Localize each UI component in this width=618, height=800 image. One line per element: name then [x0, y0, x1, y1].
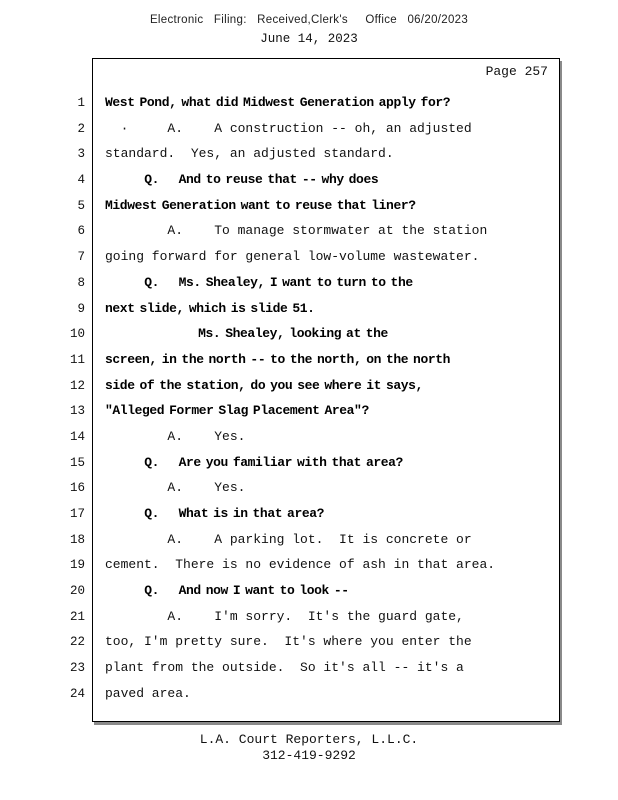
transcript-line: 5 Midwest Generation want to reuse that …	[0, 193, 560, 219]
court-reporter-phone: 312-419-9292	[262, 748, 356, 763]
line-number: 14	[69, 429, 85, 444]
transcript-lines: 1 West Pond, what did Midwest Generation…	[0, 90, 560, 707]
line-text: next slide, which is slide 51.	[105, 300, 315, 316]
line-text: Q. Are you familiar with that area?	[105, 454, 403, 470]
line-text: "Alleged Former Slag Placement Area"?	[105, 403, 369, 419]
transcript-line: 20 Q. And now I want to look --	[0, 578, 560, 604]
line-text: Q. What is in that area?	[105, 506, 325, 521]
transcript-line: 6 A. To manage stormwater at the station	[0, 218, 560, 244]
line-number: 4	[77, 173, 85, 188]
line-text: paved area.	[105, 685, 191, 701]
transcript-line: 4 Q. And to reuse that -- why does	[0, 167, 560, 193]
transcript-line: 18 A. A parking lot. It is concrete or	[0, 527, 560, 553]
transcript-page-border	[92, 58, 560, 722]
transcript-line: 1 West Pond, what did Midwest Generation…	[0, 90, 560, 116]
line-number: 23	[69, 661, 85, 676]
transcript-line: 17 Q. What is in that area?	[0, 501, 560, 527]
line-text: plant from the outside. So it's all -- i…	[105, 660, 464, 676]
line-number: 22	[69, 635, 85, 650]
line-number: 13	[69, 404, 85, 419]
line-text: A. I'm sorry. It's the guard gate,	[105, 608, 464, 624]
line-number: 5	[77, 198, 85, 213]
page-number-label: Page 257	[485, 64, 548, 79]
line-number: 8	[77, 275, 85, 290]
line-number: 2	[77, 121, 85, 136]
line-text: A. Yes.	[105, 428, 246, 444]
line-number: 3	[77, 147, 85, 162]
transcript-line: 16 A. Yes.	[0, 475, 560, 501]
line-number: 19	[69, 558, 85, 573]
transcript-line: 24 paved area.	[0, 681, 560, 707]
transcript-line: 3 standard. Yes, an adjusted standard.	[0, 141, 560, 167]
transcript-line: 19 cement. There is no evidence of ash i…	[0, 552, 560, 578]
line-text: West Pond, what did Midwest Generation a…	[105, 95, 451, 110]
transcript-line: 7 going forward for general low-volume w…	[0, 244, 560, 270]
transcript-line: 13 "Alleged Former Slag Placement Area"?	[0, 398, 560, 424]
line-text: Ms. Shealey, looking at the	[105, 326, 388, 342]
line-number: 10	[69, 327, 85, 342]
transcript-line: 21 A. I'm sorry. It's the guard gate,	[0, 604, 560, 630]
transcript-line: 14 A. Yes.	[0, 424, 560, 450]
hearing-date: June 14, 2023	[260, 32, 358, 46]
line-text: side of the station, do you see where it…	[105, 377, 423, 393]
line-number: 16	[69, 481, 85, 496]
transcript-line: 2 · A. A construction -- oh, an adjusted	[0, 116, 560, 142]
transcript-line: 15 Q. Are you familiar with that area?	[0, 450, 560, 476]
transcript-line: 22 too, I'm pretty sure. It's where you …	[0, 629, 560, 655]
line-text: cement. There is no evidence of ash in t…	[105, 557, 496, 573]
line-text: too, I'm pretty sure. It's where you ent…	[105, 634, 472, 650]
transcript-line: 11 screen, in the north -- to the north,…	[0, 347, 560, 373]
line-text: going forward for general low-volume was…	[105, 249, 480, 265]
line-number: 12	[69, 378, 85, 393]
line-number: 18	[69, 532, 85, 547]
transcript-line: 12 side of the station, do you see where…	[0, 373, 560, 399]
line-text: standard. Yes, an adjusted standard.	[105, 146, 394, 162]
electronic-filing-header: Electronic Filing: Received,Clerk's Offi…	[149, 14, 469, 26]
line-text: A. Yes.	[105, 480, 246, 496]
transcript-line: 23 plant from the outside. So it's all -…	[0, 655, 560, 681]
line-number: 15	[69, 455, 85, 470]
line-number: 20	[69, 584, 85, 599]
line-number: 7	[77, 250, 85, 265]
line-text: · A. A construction -- oh, an adjusted	[105, 120, 472, 136]
line-text: Q. And now I want to look --	[105, 583, 349, 599]
transcript-line: 10 Ms. Shealey, looking at the	[0, 321, 560, 347]
court-reporter-name: L.A. Court Reporters, L.L.C.	[199, 732, 419, 747]
line-text: A. To manage stormwater at the station	[105, 223, 488, 239]
line-number: 1	[77, 96, 85, 110]
line-number: 17	[69, 507, 85, 521]
line-number: 9	[77, 301, 85, 316]
line-text: screen, in the north -- to the north, on…	[105, 351, 451, 367]
line-number: 11	[69, 352, 85, 367]
line-text: Q. And to reuse that -- why does	[105, 172, 379, 188]
line-text: Q. Ms. Shealey, I want to turn to the	[105, 274, 413, 290]
line-number: 24	[69, 686, 85, 701]
line-number: 21	[69, 609, 85, 624]
line-text: Midwest Generation want to reuse that li…	[105, 197, 416, 213]
line-number: 6	[77, 224, 85, 239]
line-text: A. A parking lot. It is concrete or	[105, 531, 472, 547]
transcript-line: 9 next slide, which is slide 51.	[0, 296, 560, 322]
transcript-line: 8 Q. Ms. Shealey, I want to turn to the	[0, 270, 560, 296]
